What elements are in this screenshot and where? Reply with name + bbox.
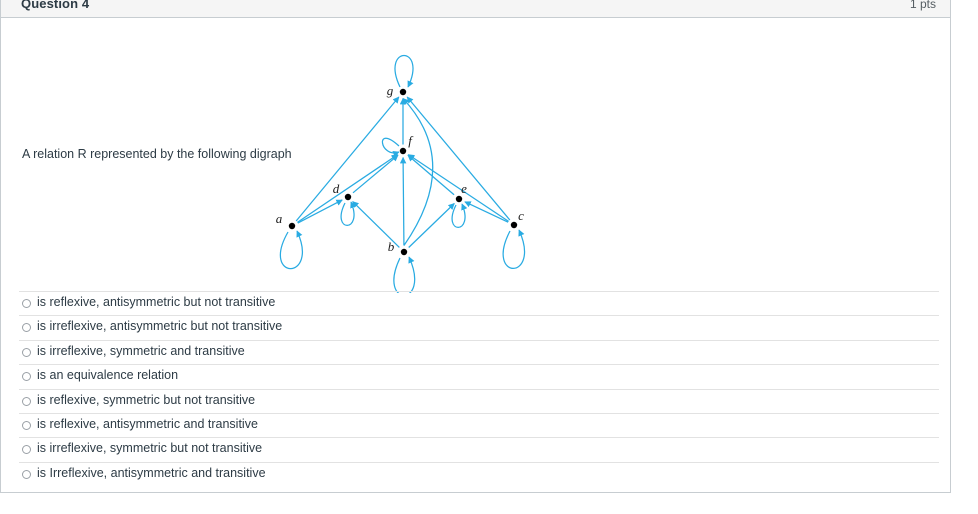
radio-button-icon[interactable] [22,323,31,333]
digraph-node-layer: g f d e a c b [276,83,524,256]
question-title: Question 4 [21,0,90,11]
digraph-svg: g f d e a c b [276,54,526,293]
answer-option-label: is an equivalence relation [37,368,179,383]
digraph-edge-b-e [408,203,455,248]
digraph-edge-b-d [352,201,400,248]
answer-option-label: is Irreflexive, antisymmetric and transi… [37,465,266,480]
digraph-selfloop-f [381,137,400,158]
digraph-selfloop-g [394,54,414,88]
digraph-node-e [455,195,463,203]
digraph-node-f [399,147,407,155]
digraph-selfloop-a [279,230,303,270]
digraph-node-label-d: d [333,181,340,196]
radio-button-icon[interactable] [22,396,31,406]
answer-option-label: is reflexive, symmetric but not transiti… [37,392,256,407]
answer-option-row[interactable]: is irreflexive, symmetric and transitive [19,339,939,364]
digraph-node-c [510,221,518,229]
question-body: A relation R represented by the followin… [0,18,951,493]
question-points: 1 pts [909,0,936,11]
radio-button-icon[interactable] [22,372,31,382]
digraph-node-d [344,193,352,201]
digraph-edge-c-f [407,154,509,222]
digraph-edge-b-g [402,98,434,246]
digraph-edge-c-g [406,96,511,221]
digraph-edge-a-f [297,154,399,223]
digraph-edge-d-f [352,154,399,194]
digraph-edge-b-f [399,156,407,246]
digraph-node-label-c: c [518,208,524,223]
digraph-selfloop-layer [279,54,526,293]
digraph-figure: g f d e a c b [256,23,556,293]
answer-options-list: is reflexive, antisymmetric but not tran… [1,291,950,486]
digraph-edge-a-d [297,199,343,224]
radio-button-icon[interactable] [22,420,31,430]
answer-option-row[interactable]: is reflexive, antisymmetric but not tran… [19,291,939,315]
radio-button-icon[interactable] [22,347,31,357]
digraph-node-label-b: b [388,239,395,254]
digraph-node-label-a: a [276,211,283,226]
answer-option-label: is irreflexive, antisymmetric but not tr… [37,319,283,334]
digraph-node-b [400,248,408,256]
radio-button-icon[interactable] [22,445,31,455]
digraph-edge-c-e [464,201,509,223]
answer-option-row[interactable]: is reflexive, symmetric but not transiti… [19,388,939,413]
answer-option-row[interactable]: is reflexive, antisymmetric and transiti… [19,412,939,437]
digraph-node-g [399,88,407,96]
question-header-bar: Question 4 1 pts [0,0,951,18]
digraph-selfloop-d [340,201,357,226]
digraph-selfloop-b [393,256,416,293]
digraph-node-label-g: g [387,83,394,98]
digraph-edge-a-g [295,96,400,222]
answer-option-label: is reflexive, antisymmetric and transiti… [37,416,258,431]
answer-option-label: is reflexive, antisymmetric but not tran… [37,295,276,309]
answer-option-row[interactable]: is irreflexive, antisymmetric but not tr… [19,315,939,339]
digraph-edge-e-f [407,154,455,196]
digraph-node-label-f: f [408,133,414,148]
radio-button-icon[interactable] [22,299,31,308]
radio-button-icon[interactable] [22,469,31,479]
digraph-edge-layer [295,96,511,248]
digraph-selfloop-e [451,203,468,228]
digraph-node-label-e: e [461,181,467,196]
answer-option-label: is irreflexive, symmetric but not transi… [37,441,263,456]
question-prompt: A relation R represented by the followin… [22,147,292,161]
answer-option-label: is irreflexive, symmetric and transitive [37,343,245,358]
digraph-node-a [288,222,296,230]
answer-option-row[interactable]: is irreflexive, symmetric but not transi… [19,437,939,461]
digraph-selfloop-c [502,229,526,269]
answer-option-row[interactable]: is Irreflexive, antisymmetric and transi… [19,461,939,486]
answer-option-row[interactable]: is an equivalence relation [19,364,939,388]
